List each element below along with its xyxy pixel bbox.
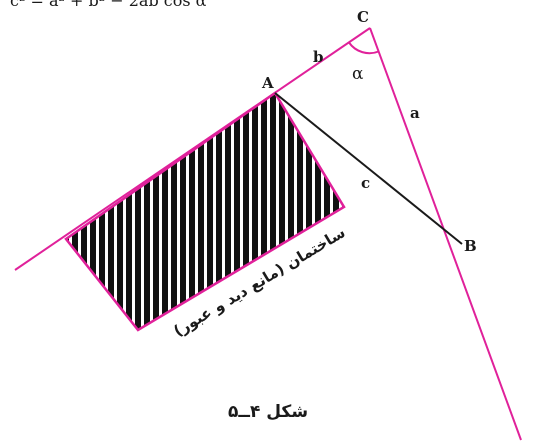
segment-ab bbox=[274, 92, 463, 245]
point-a-label: A bbox=[261, 74, 274, 92]
figure-caption: شکل ۴ــ۵ bbox=[228, 402, 308, 422]
line-cb bbox=[369, 27, 522, 441]
point-c-label: C bbox=[357, 8, 369, 26]
angle-alpha-label: α bbox=[352, 64, 364, 84]
side-b-label: b bbox=[313, 48, 324, 66]
side-a-label: a bbox=[410, 104, 420, 122]
side-c-label: c bbox=[361, 174, 370, 192]
law-of-cosines-formula: c² = a² + b² − 2ab cos α bbox=[10, 0, 207, 10]
angle-arc-alpha bbox=[348, 41, 379, 55]
building-obstacle bbox=[64, 91, 346, 332]
line-ac bbox=[14, 27, 371, 271]
point-b-label: B bbox=[464, 237, 477, 255]
